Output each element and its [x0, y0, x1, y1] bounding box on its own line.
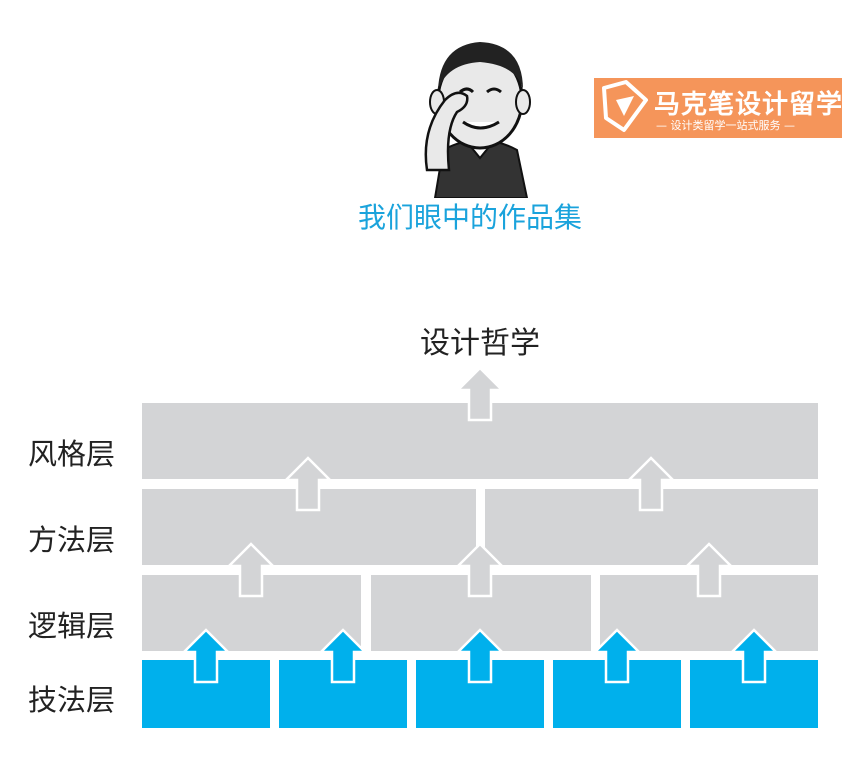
design-philosophy-label: 设计哲学 — [420, 326, 540, 361]
portfolio-caption: 我们眼中的作品集 — [357, 201, 582, 234]
brand-logo: 马克笔设计留学 — 设计类留学一站式服务 — — [594, 78, 842, 138]
up-arrow-icon — [593, 628, 641, 684]
up-arrow-icon — [627, 456, 675, 512]
up-arrow-icon — [685, 542, 733, 598]
layer-label-method: 方法层 — [28, 523, 116, 557]
up-arrow-icon — [284, 456, 332, 512]
marker-pen-icon — [602, 80, 648, 132]
layer-label-technique: 技法层 — [28, 683, 116, 717]
up-arrow-icon — [730, 628, 778, 684]
up-arrow-icon — [319, 628, 367, 684]
up-arrow-icon — [456, 366, 504, 422]
meme-illustration — [405, 30, 555, 198]
logo-title: 马克笔设计留学 — [654, 90, 844, 120]
up-arrow-icon — [456, 628, 504, 684]
logo-subtitle: — 设计类留学一站式服务 — — [656, 119, 795, 132]
up-arrow-icon — [456, 542, 504, 598]
up-arrow-icon — [182, 628, 230, 684]
layer-label-logic: 逻辑层 — [28, 609, 116, 643]
up-arrow-icon — [227, 542, 275, 598]
layer-label-style: 风格层 — [28, 437, 116, 471]
